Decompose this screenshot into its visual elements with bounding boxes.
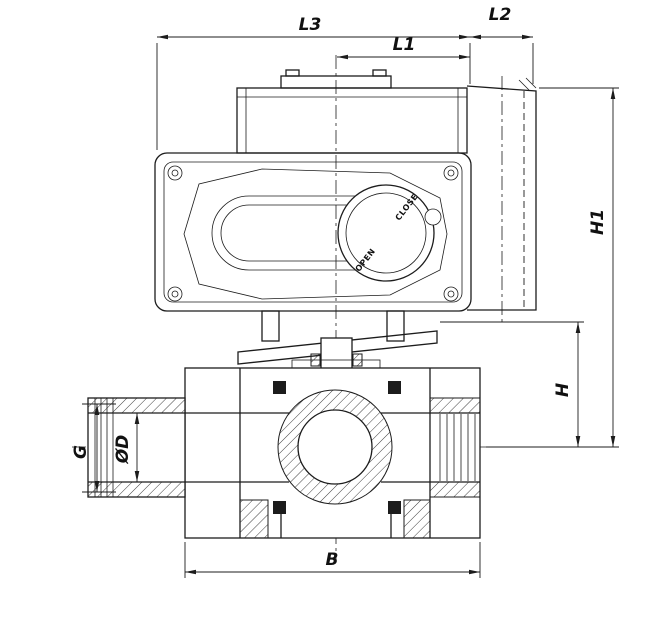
- label-L3: L3: [299, 15, 322, 35]
- screw-bottom-right: [443, 286, 459, 302]
- screw-bottom-right-center: [447, 290, 455, 298]
- valve-stem: [320, 337, 353, 371]
- seal-bottom-right: [388, 501, 401, 514]
- dimension-OD: ØD: [113, 413, 140, 482]
- bracket-neck-right: [386, 310, 405, 342]
- dimension-H1: H1: [486, 87, 619, 448]
- actuator-body: OPEN CLOSE: [154, 152, 472, 312]
- dimension-L2: L2: [470, 5, 534, 84]
- actuator-side-profile: [466, 77, 537, 311]
- recess-outline: [183, 168, 448, 300]
- dial-pointer-tab: [424, 208, 442, 226]
- cap-body: [236, 87, 468, 154]
- screw-bottom-left: [167, 286, 183, 302]
- label-G: G: [71, 445, 91, 459]
- cap-nub-left: [285, 69, 300, 77]
- seat-seals: [273, 381, 401, 514]
- screw-top-left-center: [171, 169, 179, 177]
- left-port-wall-top: [87, 397, 186, 414]
- screw-bottom-left-center: [171, 290, 179, 298]
- cap-nub-right: [372, 69, 387, 77]
- bottom-port-wall-right: [403, 499, 431, 539]
- right-port-wall-top: [429, 397, 481, 414]
- seal-top-right: [388, 381, 401, 394]
- seal-bottom-left: [273, 501, 286, 514]
- label-H: H: [553, 383, 573, 397]
- bracket-neck-left: [261, 310, 280, 342]
- label-B: B: [326, 550, 339, 570]
- label-L2: L2: [489, 5, 512, 25]
- label-H1: H1: [588, 209, 608, 235]
- side-profile-tick-1: [518, 79, 530, 91]
- right-port-threads: [439, 414, 476, 481]
- side-profile-tick-2: [525, 77, 537, 89]
- dimensions: L3 L2 L1 H1 H G: [71, 5, 619, 578]
- side-profile-outline: [466, 85, 537, 311]
- dimension-L3: L3: [156, 15, 471, 150]
- dimension-H: H: [440, 321, 584, 447]
- actuator-top-cap: [236, 69, 468, 154]
- mounting-bracket: [237, 310, 438, 371]
- position-indicator-dial: OPEN CLOSE: [337, 184, 442, 282]
- right-port: [381, 397, 481, 498]
- dimension-B: B: [184, 542, 481, 578]
- right-port-wall-bottom: [429, 481, 481, 498]
- dimension-L1: L1: [337, 35, 470, 60]
- label-L1: L1: [393, 35, 416, 55]
- screw-top-left: [167, 165, 183, 181]
- screw-top-right-center: [447, 169, 455, 177]
- valve-body: [87, 359, 481, 539]
- dial-inner-circle: [345, 192, 427, 274]
- bottom-port-wall-left: [239, 499, 269, 539]
- ball-bore: [297, 409, 373, 485]
- bottom-port: [239, 499, 431, 539]
- ball: [277, 389, 393, 505]
- left-port-wall-bottom: [87, 481, 186, 498]
- actuator-housing-outer: [154, 152, 472, 312]
- top-flange: [291, 359, 381, 369]
- seal-top-left: [273, 381, 286, 394]
- corner-screws: [167, 165, 459, 302]
- label-OD: ØD: [113, 435, 133, 465]
- screw-top-right: [443, 165, 459, 181]
- actuator-housing-inner: [163, 161, 463, 303]
- bracket-plate: [237, 330, 438, 365]
- dimension-G: G: [71, 403, 116, 493]
